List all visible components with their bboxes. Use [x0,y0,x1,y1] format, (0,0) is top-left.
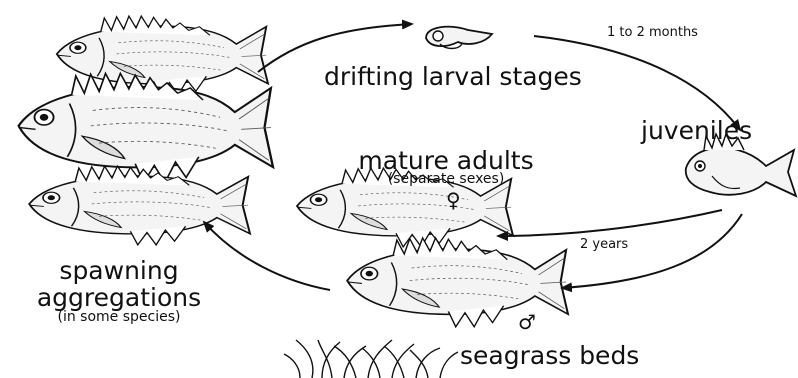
label-juveniles: juveniles [641,118,752,143]
label-in-some-species: (in some species) [58,310,181,324]
label-spawning: spawning [59,258,178,283]
label-larval-stages: drifting larval stages [324,64,582,89]
label-adult-duration: 2 years [580,238,628,251]
label-aggregations: aggregations [37,285,201,310]
spawning-fish-bottom [29,166,250,245]
label-larval-duration: 1 to 2 months [607,26,698,39]
larva-illustration [426,27,492,49]
label-mature-adults: mature adults [358,148,533,173]
male-symbol: ♂ [518,312,536,332]
arrow-to-mature-female [498,210,722,236]
seagrass-illustration [284,340,458,378]
arrow-to-spawning [204,222,330,290]
female-symbol: ♀ [446,190,461,210]
label-seagrass-beds: seagrass beds [460,343,639,368]
label-separate-sexes: (separate sexes) [388,172,505,186]
spawning-fish-middle [19,73,273,182]
